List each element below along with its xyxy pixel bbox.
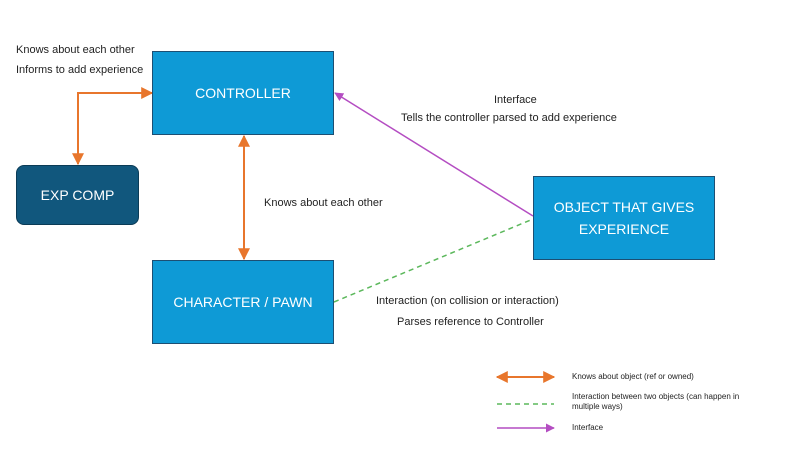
legend-owned-label: Knows about object (ref or owned) [572,372,694,381]
controller-expcomp-arrow [72,87,154,166]
legend-interaction-label: Interaction between two objects (can hap… [572,392,740,411]
interaction-line [333,218,534,303]
object-label-line1: OBJECT THAT GIVES [553,199,695,215]
annotation-controller-pawn: Knows about each other [264,197,383,209]
annotation-controller-exp-2: Informs to add experience [16,64,144,76]
annotation-interaction-2: Parses reference to Controller [397,316,544,328]
exp-comp-node: EXP COMP [16,165,139,225]
annotation-interface-title: Interface [494,94,537,106]
character-pawn-node: CHARACTER / PAWN [152,260,334,344]
controller-node: CONTROLLER [152,51,334,135]
annotation-interaction-1: Interaction (on collision or interaction… [376,295,559,307]
interface-arrow [334,92,534,217]
legend-interface-label: Interface [572,423,604,432]
object-label-line2: EXPERIENCE [578,221,670,237]
character-pawn-label: CHARACTER / PAWN [173,294,313,310]
exp-comp-label: EXP COMP [40,187,115,203]
controller-label: CONTROLLER [195,85,291,101]
annotation-interface-desc: Tells the controller parsed to add exper… [401,112,617,124]
object-gives-experience-node: OBJECT THAT GIVES EXPERIENCE [533,176,715,260]
annotation-controller-exp-1: Knows about each other [16,44,135,56]
